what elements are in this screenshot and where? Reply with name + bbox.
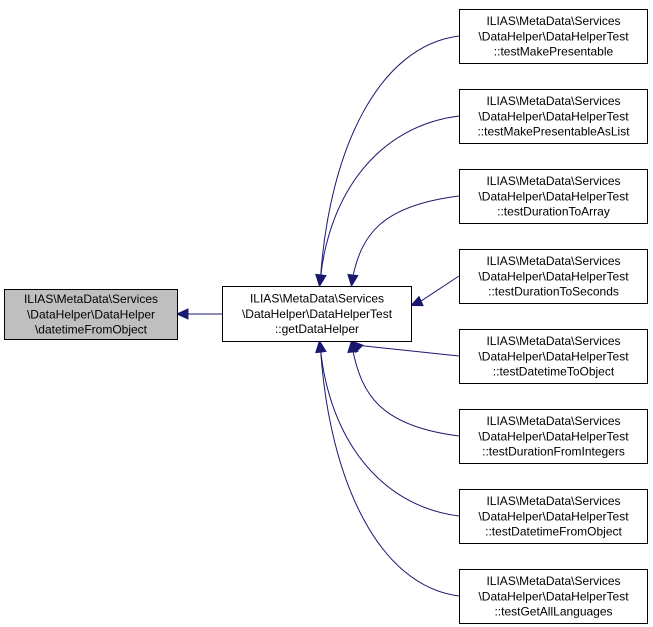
caller-node[interactable]: ILIAS\MetaData\Services\DataHelper\DataH… <box>459 329 648 384</box>
caller-node[interactable]: ILIAS\MetaData\Services\DataHelper\DataH… <box>459 169 648 224</box>
node-label-line: ILIAS\MetaData\Services <box>486 94 620 108</box>
edge <box>347 339 460 437</box>
node-box <box>459 489 648 544</box>
arrowhead-icon <box>347 273 359 288</box>
node-label-line: \DataHelper\DataHelperTest <box>478 429 629 443</box>
node-box <box>459 249 648 304</box>
node-label-line: \DataHelper\DataHelperTest <box>478 589 629 603</box>
node-label-line: \DataHelper\DataHelperTest <box>478 269 629 283</box>
node-label-line: \DataHelper\DataHelperTest <box>478 509 629 523</box>
node-box <box>459 169 648 224</box>
edge <box>315 115 460 288</box>
node-label-line: \datetimeFromObject <box>35 323 148 337</box>
node-label-line: ILIAS\MetaData\Services <box>250 292 384 306</box>
edge <box>347 195 460 288</box>
caller-node[interactable]: ILIAS\MetaData\Services\DataHelper\DataH… <box>222 286 412 342</box>
arrowhead-icon <box>315 339 327 354</box>
caller-node[interactable]: ILIAS\MetaData\Services\DataHelper\DataH… <box>459 569 648 624</box>
caller-node[interactable]: ILIAS\MetaData\Services\DataHelper\DataH… <box>459 9 648 64</box>
focus-node[interactable]: ILIAS\MetaData\Services\DataHelper\DataH… <box>4 289 178 340</box>
edges-layer <box>175 35 460 597</box>
arrowhead-icon <box>347 339 359 354</box>
node-label-line: ILIAS\MetaData\Services <box>486 574 620 588</box>
edge-line <box>320 115 460 279</box>
node-label-line: ::testGetAllLanguages <box>494 605 612 619</box>
node-label-line: \DataHelper\DataHelperTest <box>478 29 629 43</box>
edge <box>350 340 460 357</box>
edge-line <box>355 344 460 357</box>
arrowhead-icon <box>175 308 189 320</box>
node-label-line: ::testDurationFromIntegers <box>482 445 625 459</box>
node-label-line: ILIAS\MetaData\Services <box>486 14 620 28</box>
arrowhead-icon <box>409 295 424 307</box>
node-label-line: ILIAS\MetaData\Services <box>486 174 620 188</box>
node-label-line: ::testDurationToSeconds <box>488 285 619 299</box>
edge-line <box>420 275 460 302</box>
node-label-line: ILIAS\MetaData\Services <box>24 292 158 306</box>
caller-node[interactable]: ILIAS\MetaData\Services\DataHelper\DataH… <box>459 489 648 544</box>
node-label-line: ::testDurationToArray <box>497 205 610 219</box>
caller-node[interactable]: ILIAS\MetaData\Services\DataHelper\DataH… <box>459 249 648 304</box>
node-label-line: \DataHelper\DataHelper <box>27 307 155 321</box>
node-label-line: ILIAS\MetaData\Services <box>486 494 620 508</box>
edge-line <box>352 195 460 279</box>
node-box <box>459 9 648 64</box>
node-label-line: ::testDatetimeToObject <box>493 365 615 379</box>
node-label-line: ILIAS\MetaData\Services <box>486 414 620 428</box>
edge <box>409 275 460 307</box>
node-label-line: ILIAS\MetaData\Services <box>486 334 620 348</box>
node-box <box>459 409 648 464</box>
edge-line <box>352 348 460 437</box>
edge <box>315 35 460 288</box>
node-label-line: \DataHelper\DataHelperTest <box>478 349 629 363</box>
node-label-line: ILIAS\MetaData\Services <box>486 254 620 268</box>
edge-line <box>320 348 460 597</box>
edge-line <box>320 348 460 517</box>
edge <box>175 308 222 320</box>
node-box <box>459 89 648 144</box>
node-box <box>459 329 648 384</box>
node-label-line: ::testDatetimeFromObject <box>485 525 622 539</box>
caller-node[interactable]: ILIAS\MetaData\Services\DataHelper\DataH… <box>459 409 648 464</box>
node-label-line: ::getDataHelper <box>275 322 359 336</box>
node-label-line: \DataHelper\DataHelperTest <box>478 189 629 203</box>
node-box <box>4 289 178 340</box>
node-label-line: \DataHelper\DataHelperTest <box>242 307 393 321</box>
node-box <box>222 286 412 342</box>
edge <box>315 339 460 517</box>
node-label-line: ::testMakePresentable <box>494 45 614 59</box>
edge-line <box>320 35 460 279</box>
node-label-line: \DataHelper\DataHelperTest <box>478 109 629 123</box>
edge <box>315 339 460 597</box>
node-label-line: ::testMakePresentableAsList <box>477 125 630 139</box>
nodes-layer: ILIAS\MetaData\Services\DataHelper\DataH… <box>4 9 648 624</box>
caller-node[interactable]: ILIAS\MetaData\Services\DataHelper\DataH… <box>459 89 648 144</box>
node-box <box>459 569 648 624</box>
arrowhead-icon <box>315 273 327 288</box>
